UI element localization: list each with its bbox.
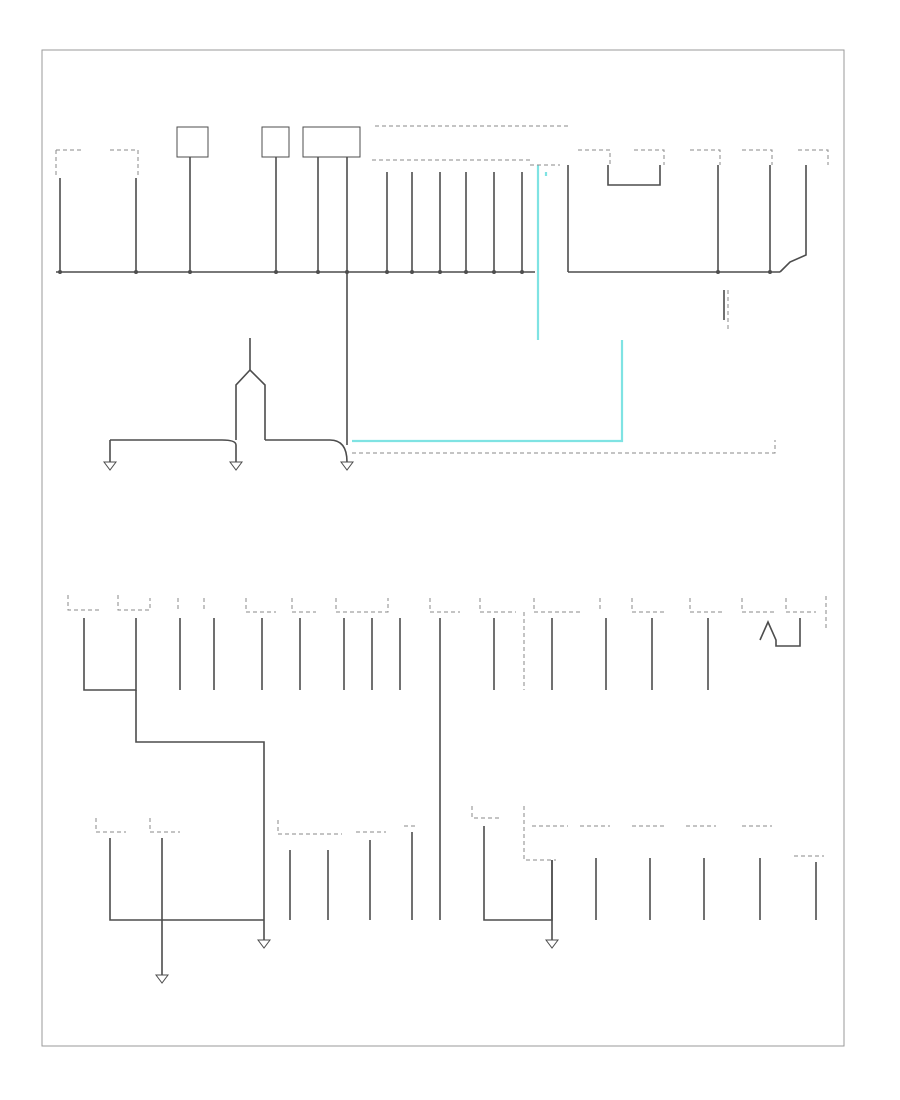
splice-7 — [385, 270, 389, 274]
diagram-frame — [41, 49, 845, 1047]
splice-13 — [716, 270, 720, 274]
top-ground-bus-section — [55, 125, 829, 340]
bottom-section — [95, 806, 824, 984]
lm-trunk-left — [135, 690, 265, 920]
ground-right-run — [265, 439, 348, 463]
ground-symbol-b3 — [545, 939, 559, 949]
ground-symbol-b2 — [257, 939, 271, 949]
ground-symbol-g2 — [229, 461, 243, 471]
connector-outline-2 — [110, 149, 139, 178]
ground-symbol-b1 — [155, 974, 169, 984]
lower-middle-section — [67, 595, 827, 920]
component-box-3 — [302, 126, 361, 158]
lm-wire-1 — [83, 618, 137, 691]
junction-y — [235, 368, 266, 440]
splice-5 — [316, 270, 320, 274]
wire-t17 — [779, 165, 807, 273]
splice-2 — [134, 270, 138, 274]
splice-9 — [438, 270, 442, 274]
lm-wire-15 — [759, 618, 801, 647]
splice-14 — [768, 270, 772, 274]
connector-outline-6 — [742, 149, 773, 165]
connector-outline-7 — [798, 149, 829, 165]
connector-outline-3 — [578, 149, 611, 165]
component-box-1 — [176, 126, 209, 158]
splice-8 — [410, 270, 414, 274]
splice-4 — [274, 270, 278, 274]
bt-wire-7 — [483, 826, 553, 921]
wire-t14 — [607, 165, 661, 186]
highlighted-return — [352, 340, 624, 443]
component-box-2 — [261, 126, 290, 158]
middle-ground-section — [103, 272, 776, 471]
ground-symbol-g3 — [340, 461, 354, 471]
splice-12 — [520, 270, 524, 274]
lm-connectors — [67, 595, 827, 628]
bt-wire-1 — [109, 838, 264, 921]
splice-1 — [58, 270, 62, 274]
dashed-return — [352, 440, 776, 454]
splice-11 — [492, 270, 496, 274]
splice-3 — [188, 270, 192, 274]
connector-outline-4 — [634, 149, 665, 165]
splice-10 — [464, 270, 468, 274]
connector-outline-1 — [55, 149, 84, 178]
ground-left-run — [110, 439, 237, 462]
connector-outline-5 — [690, 149, 721, 165]
ground-symbol-g1 — [103, 461, 117, 471]
bottom-connectors — [95, 806, 824, 861]
